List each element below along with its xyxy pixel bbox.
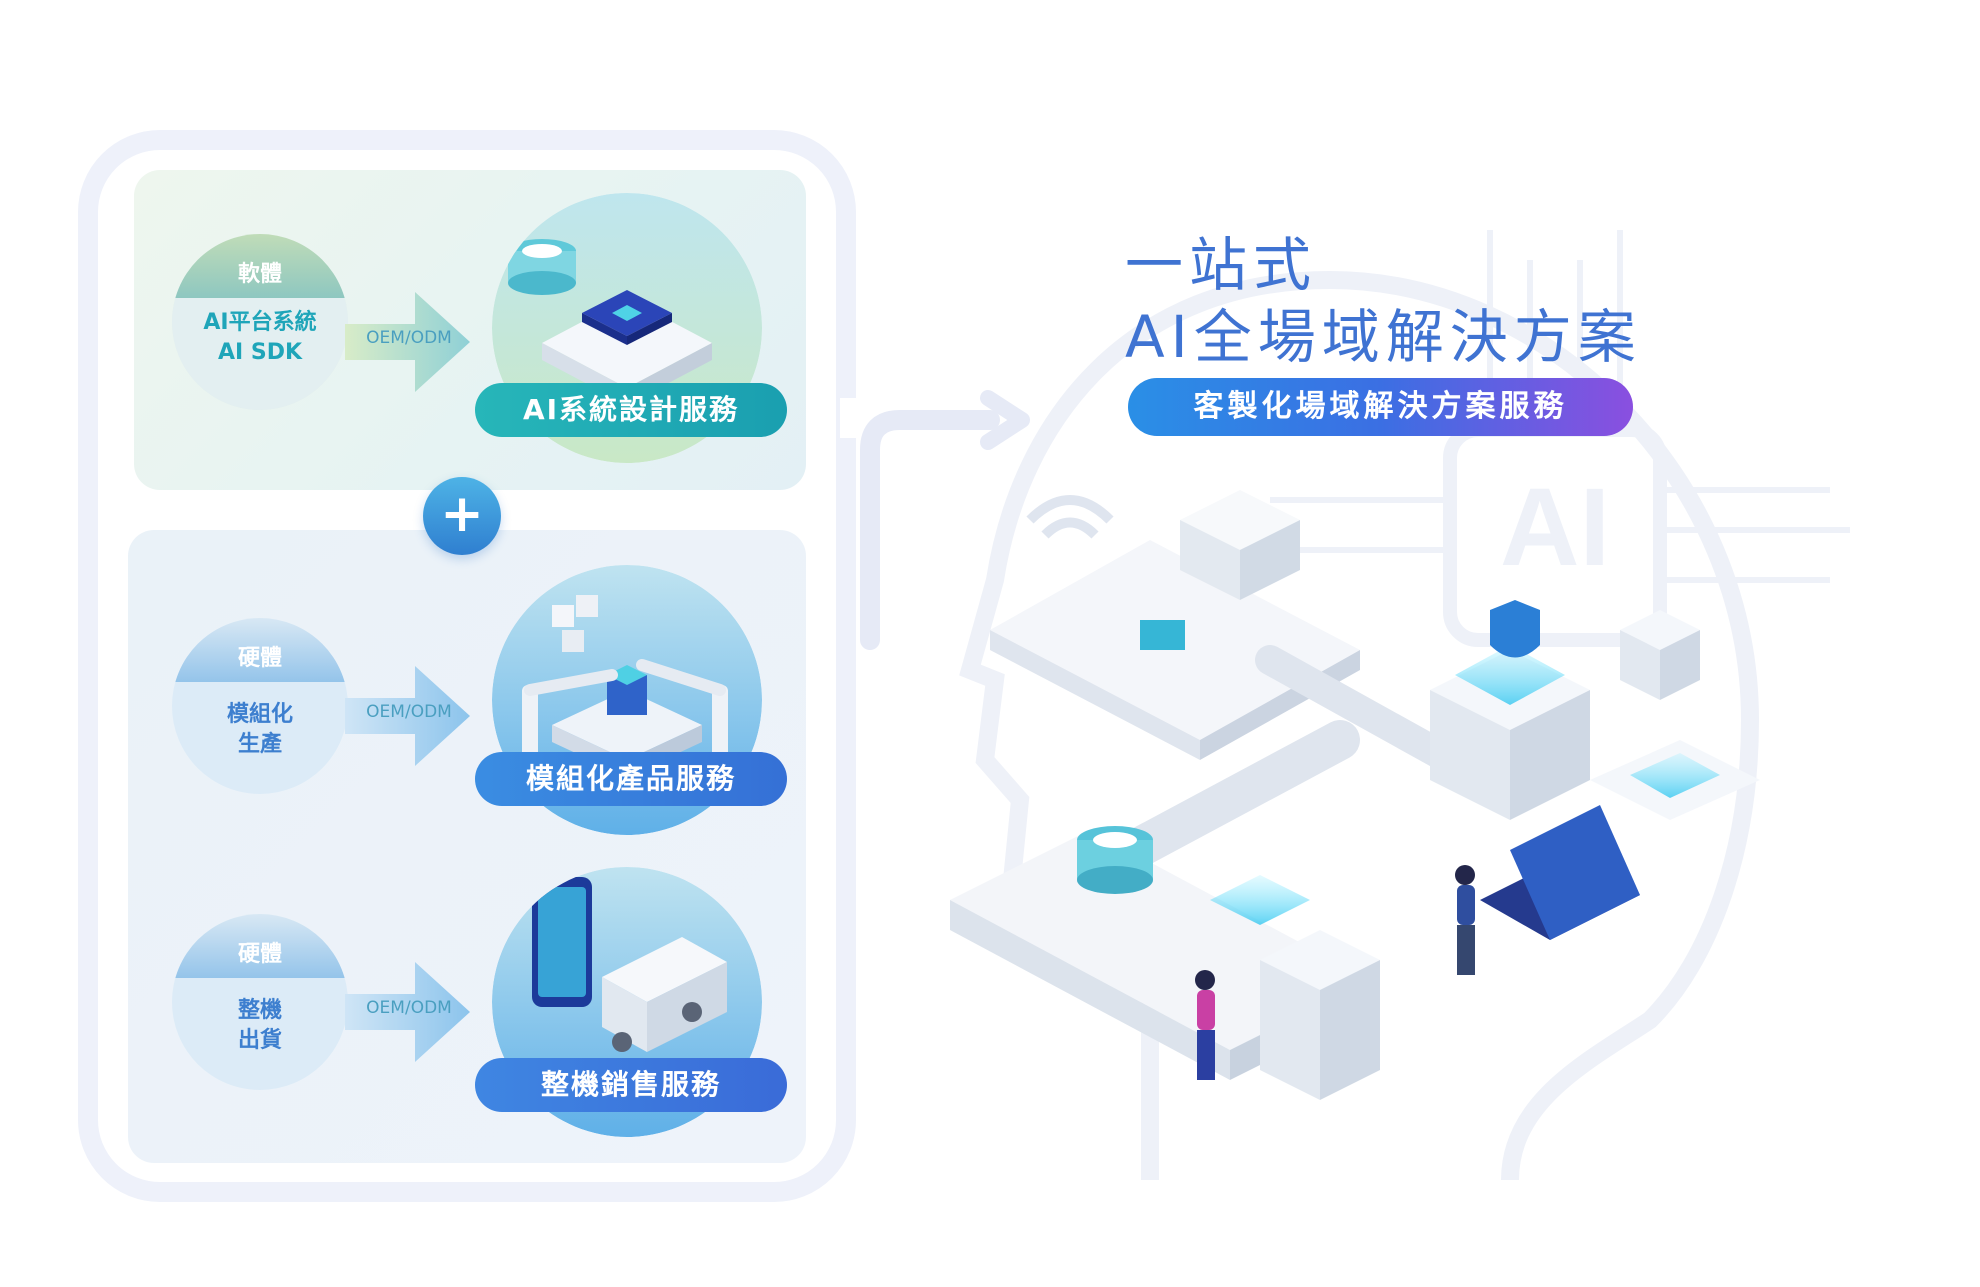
hardware-machine-line2: 出貨 (237, 1028, 282, 1053)
software-source-circle: 軟體 AI平台系統 AI SDK (172, 234, 348, 410)
hardware-module-source-circle: 硬體 模組化 生產 (172, 618, 348, 794)
smart-factory-illustration: AI (950, 230, 1850, 1181)
arrow-right-icon (345, 962, 470, 1062)
hardware-machine-line1: 整機 (237, 998, 282, 1023)
hardware-machine-arrow-label: OEM/ODM (366, 998, 452, 1018)
software-line1: AI平台系統 (203, 310, 317, 335)
hardware-machine-source-circle: 硬體 整機 出貨 (172, 914, 348, 1090)
hardware-module-arrow-label: OEM/ODM (366, 702, 452, 722)
hardware-module-line2: 生產 (237, 732, 282, 757)
software-line2: AI SDK (217, 340, 303, 365)
custom-solution-service-pill: 客製化場域解決方案服務 (1128, 378, 1633, 436)
headline-line1: 一站式 (1125, 231, 1318, 299)
plus-icon: + (423, 477, 501, 555)
hardware-module-line1: 模組化 (226, 702, 293, 727)
complete-machine-sales-service: 整機銷售服務 (475, 1058, 787, 1112)
software-arrow-label: OEM/ODM (366, 328, 452, 348)
arrow-right-icon (345, 292, 470, 392)
ai-system-design-service: AI系統設計服務 (475, 383, 787, 437)
ai-chip-text: AI (1500, 466, 1610, 589)
flow-connector-arrow (860, 390, 1030, 650)
headline-line2: AI全場域解決方案 (1125, 303, 1642, 371)
modular-product-service: 模組化產品服務 (475, 752, 787, 806)
arrow-right-icon (345, 666, 470, 766)
